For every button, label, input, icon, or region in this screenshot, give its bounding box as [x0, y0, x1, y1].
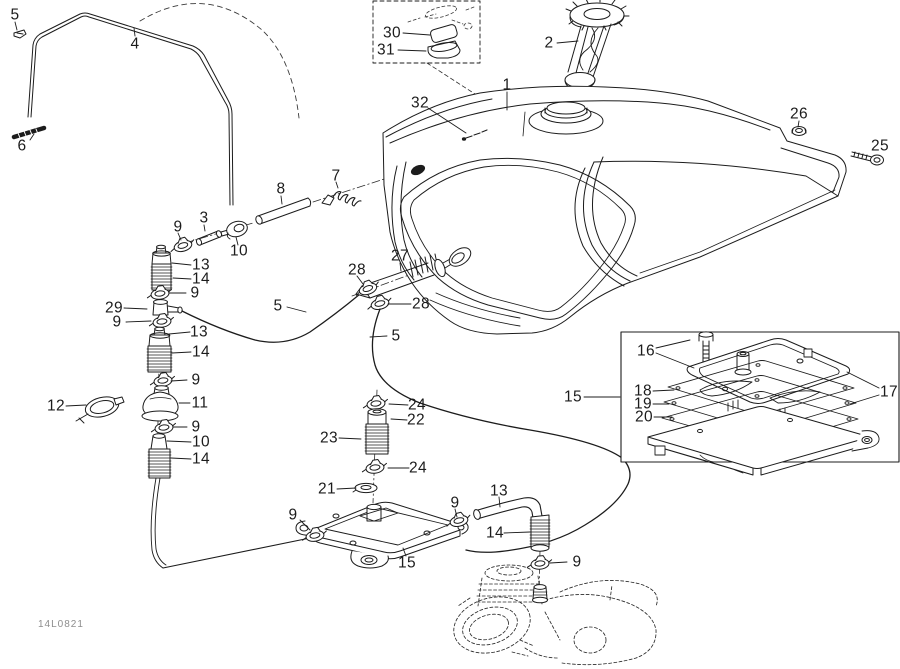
- drawing-number: 14L0821: [38, 619, 84, 630]
- part-31-cap-cup: [427, 40, 461, 59]
- pump-top-cover: [686, 338, 851, 404]
- part-3-fitting: [195, 229, 230, 246]
- part-13-hose-mid: [148, 326, 171, 347]
- cap-inset-box: [372, 0, 481, 64]
- part-9-clamp: [525, 554, 553, 572]
- part-10-cone: [150, 433, 168, 450]
- part-10-grommet: [226, 220, 248, 240]
- part-9-clamp: [147, 311, 176, 330]
- part-7-spring: [321, 191, 362, 207]
- part-24-clamp: [360, 457, 389, 476]
- part-13-hose-top: [151, 244, 172, 265]
- part-14-ribbed-hose-mid: [146, 345, 173, 373]
- part-4-vent-tube: [27, 12, 234, 206]
- part-9-clamp: [167, 234, 197, 256]
- part-14-ribbed-hose-bottom: [147, 448, 172, 479]
- part-14-ribbed-hose-top: [150, 263, 173, 291]
- part-22-fitting: [367, 408, 387, 425]
- part-26-nut: [791, 126, 807, 136]
- part-21-grommet: [352, 482, 378, 494]
- part-25-bolt: [850, 151, 884, 166]
- part-1-fuel-tank: [382, 85, 847, 335]
- part-2-fuel-gauge: [564, 0, 630, 90]
- body-reference-dashed-arc: [139, 3, 300, 119]
- part-13-elbow-tube: [473, 497, 543, 520]
- part-12-clamp-ring: [75, 396, 125, 424]
- part-30-cap-seal: [430, 24, 458, 43]
- part-5-clip: [13, 29, 27, 39]
- part-11-fuel-filter: [141, 385, 179, 422]
- filler-neck: [528, 101, 604, 135]
- fuel-outlet-dot: [410, 164, 426, 176]
- part-14-ribbed-hose-carb: [529, 514, 551, 552]
- leader-lines: [14, 21, 880, 564]
- pump-inset-box: [620, 331, 900, 476]
- carb-inlet-fitting: [532, 584, 548, 604]
- part-6-pin: [11, 125, 47, 140]
- part-8-tube: [255, 197, 312, 225]
- part-29-tee-fitting: [152, 299, 183, 316]
- part-23-ribbed-hose: [364, 423, 390, 455]
- part-5-fuel-line-left: [181, 293, 361, 343]
- pump-lower-body: [647, 406, 880, 476]
- fuel-hose-run-left: [150, 477, 311, 569]
- cap-sketch-dashed: [407, 5, 475, 30]
- part-32-fitting: [461, 129, 488, 141]
- carburetor-dashed: [453, 564, 658, 666]
